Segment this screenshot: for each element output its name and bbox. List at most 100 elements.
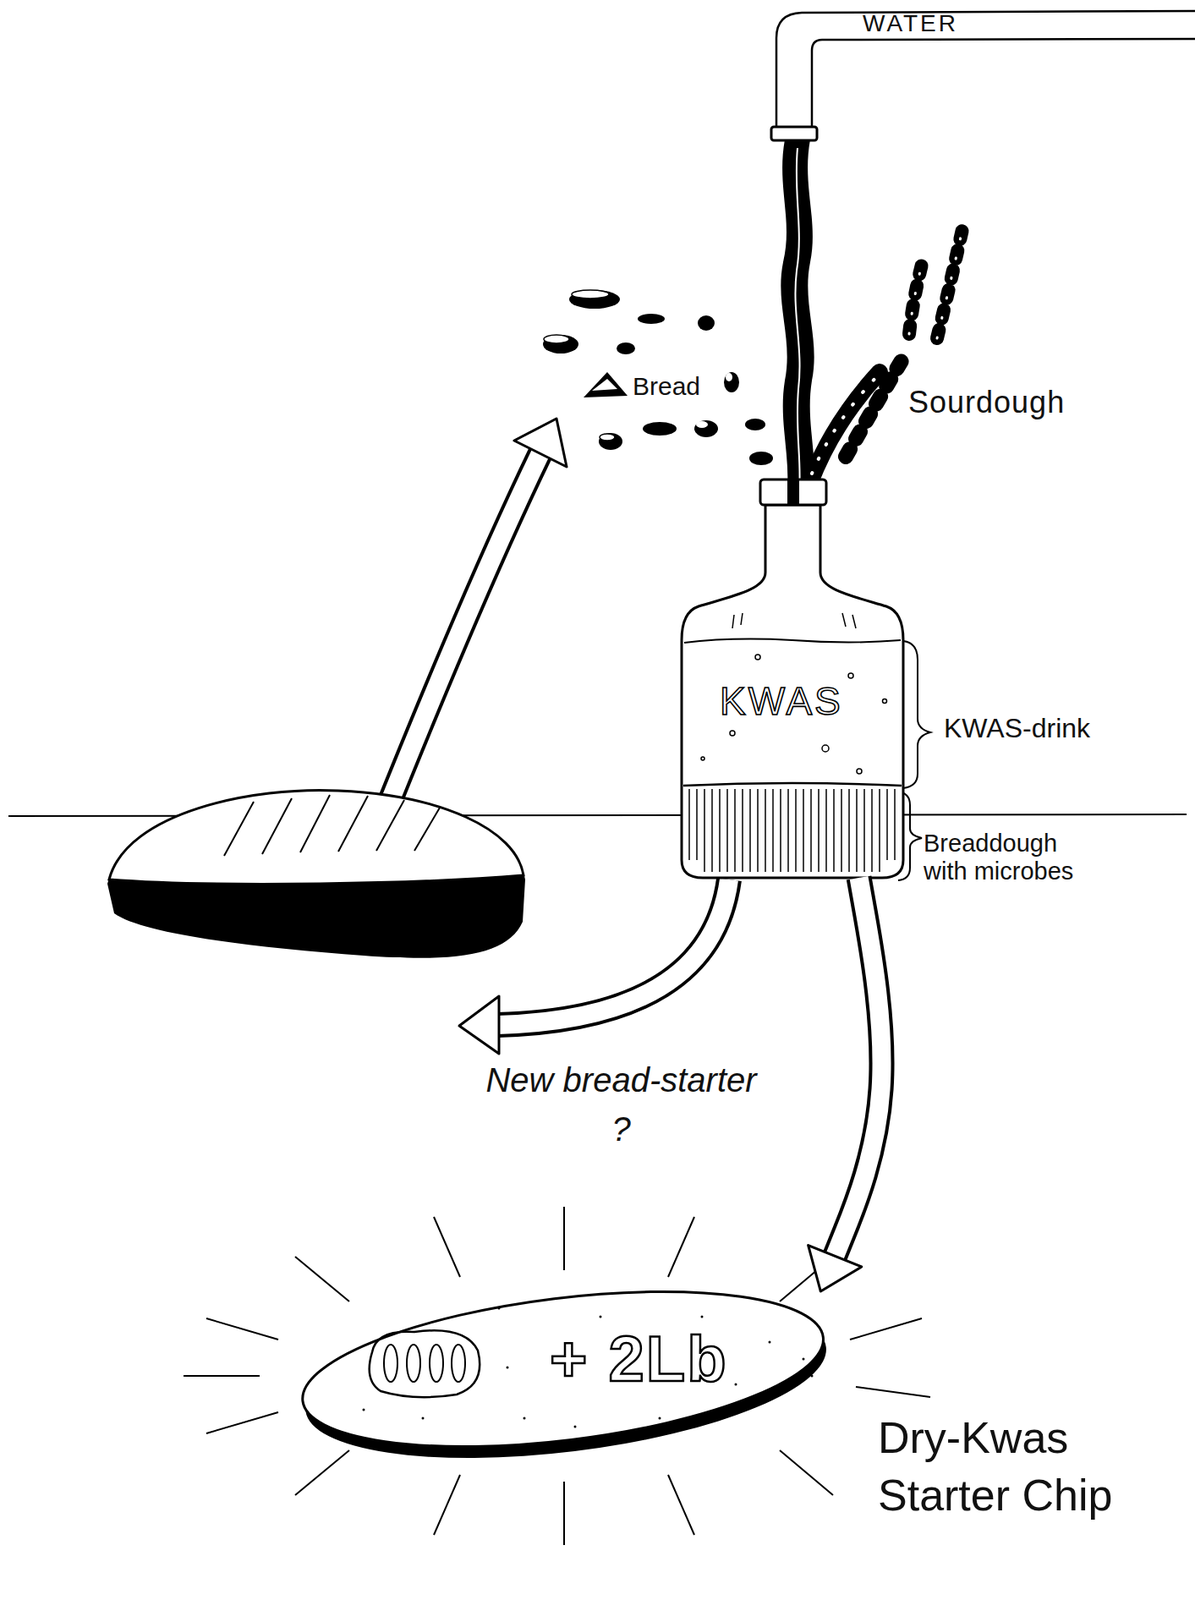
- hatch-line: [840, 789, 843, 872]
- hatch-line: [734, 789, 736, 872]
- bottle-shape: [681, 479, 904, 878]
- water-pipe: [811, 38, 1195, 129]
- bread-loaf: [107, 789, 526, 958]
- node-label: KWAS-drink: [943, 712, 1130, 745]
- bread-crumbs: [542, 290, 773, 466]
- node-label: Dry-Kwas Starter Chip: [877, 1409, 1132, 1524]
- hatch-line: [688, 789, 691, 861]
- crumb: [694, 420, 719, 438]
- water-stream: [787, 479, 800, 505]
- hatch-line: [787, 789, 790, 872]
- crumb-crust: [599, 433, 615, 441]
- crumb: [723, 372, 740, 393]
- annotation-label: Sourdough: [908, 384, 1129, 420]
- arrow-head: [459, 996, 499, 1054]
- annotation-label: WATER: [862, 10, 1032, 38]
- bubble: [882, 699, 888, 704]
- water-pipe: [776, 10, 1195, 129]
- crumb: [642, 422, 677, 436]
- hatch-line: [810, 789, 812, 872]
- shine-marks: [732, 613, 856, 629]
- arrow-head: [808, 1245, 862, 1292]
- bracket: [903, 641, 931, 789]
- crumb: [749, 451, 773, 466]
- chip-outline: [294, 1266, 833, 1472]
- node-title: KWAS: [719, 679, 847, 724]
- chip-speckles: [362, 1307, 814, 1429]
- bottle-outline: [681, 504, 904, 878]
- liquid-surface: [684, 639, 901, 643]
- speckle: [658, 1417, 662, 1420]
- speckle: [506, 1366, 510, 1370]
- hatch-line: [772, 789, 774, 872]
- hatch-line: [848, 789, 850, 872]
- grain: [383, 1344, 398, 1382]
- hatch-line: [711, 789, 713, 872]
- chip-node: + 2LbDry-Kwas Starter Chip: [296, 1291, 832, 1460]
- arrow-shaft-fill: [833, 877, 883, 1260]
- crumb-crust: [592, 378, 618, 391]
- arrow-shaft: [380, 453, 541, 825]
- hatch-line: [703, 789, 706, 872]
- hatch-line: [718, 789, 721, 872]
- loaf-bottom: [107, 789, 526, 958]
- hatch-line: [802, 789, 805, 872]
- grains: [383, 1344, 466, 1382]
- hollow-arrow-connector: [808, 877, 883, 1292]
- sourdough-beads: [937, 221, 965, 339]
- hatch-line: [871, 789, 873, 872]
- speckle: [498, 1307, 501, 1311]
- bubbles: [701, 654, 888, 774]
- speckle: [422, 1417, 425, 1420]
- grain: [429, 1344, 444, 1382]
- hatch-line: [886, 789, 889, 861]
- hatch-line: [779, 789, 782, 872]
- crumb-crust: [543, 334, 570, 344]
- hatch-line: [764, 789, 767, 872]
- bubble: [848, 673, 854, 679]
- crumb-crust: [725, 372, 733, 382]
- speckle: [802, 1358, 806, 1361]
- speckle: [811, 1375, 814, 1378]
- hollow-arrow: [380, 418, 567, 825]
- bubble: [701, 756, 705, 761]
- crumb: [616, 342, 636, 355]
- pipe-collar: [771, 126, 817, 141]
- crumb: [598, 433, 623, 450]
- speckle: [574, 1425, 577, 1429]
- grain: [451, 1344, 466, 1382]
- sourdough-beads: [845, 355, 905, 457]
- crumb: [697, 315, 715, 331]
- hatch-line: [741, 789, 744, 872]
- hatch-line: [726, 789, 729, 872]
- speckle: [701, 1315, 704, 1319]
- arrow-head: [514, 418, 567, 467]
- arrow-shaft: [497, 879, 730, 1026]
- speckle: [734, 1383, 738, 1387]
- hatch-line: [749, 789, 751, 872]
- bubble: [729, 730, 735, 736]
- grain-packet: [369, 1330, 481, 1398]
- bottle-node: KWASKWAS-drinkBreaddough with microbes: [681, 479, 904, 878]
- speckle: [599, 1315, 603, 1319]
- water-stream: [780, 139, 815, 499]
- grain: [406, 1344, 421, 1382]
- sourdough-beads: [909, 257, 924, 335]
- bubble: [856, 768, 862, 774]
- annotation-label: Bread: [632, 372, 735, 402]
- bottle-cap: [760, 479, 827, 505]
- hatch-line: [794, 789, 797, 872]
- speckle: [523, 1417, 527, 1420]
- sourdough-bubbles: [909, 257, 924, 335]
- hatch-line: [863, 789, 866, 872]
- dough-hatching: [689, 789, 895, 872]
- hatch-line: [878, 789, 881, 872]
- loaf-crust: [109, 789, 524, 884]
- water-highlight: [794, 148, 800, 491]
- speckle: [768, 1341, 772, 1344]
- hatch-line: [855, 789, 858, 872]
- arrow-shaft-outline: [833, 877, 883, 1260]
- glow-rays: [183, 1206, 931, 1546]
- node-title: + 2Lb: [549, 1321, 779, 1396]
